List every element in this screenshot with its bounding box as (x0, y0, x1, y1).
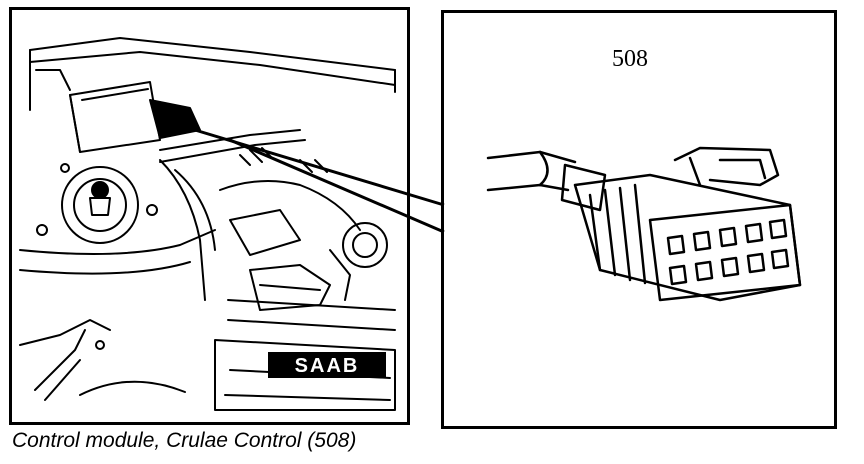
saab-badge (268, 352, 386, 378)
callout-leader (194, 128, 445, 234)
engine-bay-drawing (19, 37, 396, 411)
saab-badge-text: SAAB (295, 355, 360, 377)
connector-code-label: 508 (612, 46, 648, 72)
connector-508-drawing (486, 146, 802, 302)
figure-caption: Control module, Crulae Control (508) (12, 429, 357, 452)
